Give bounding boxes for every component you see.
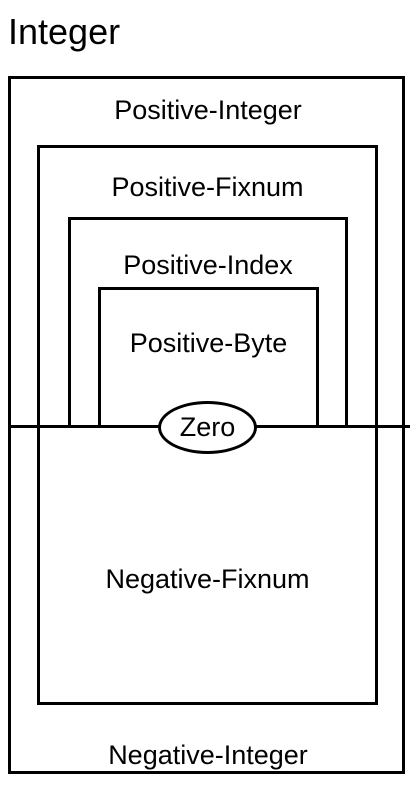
negative-integer-label: Negative-Integer xyxy=(108,740,308,770)
positive-integer-label: Positive-Integer xyxy=(114,95,302,125)
zero-ellipse: Zero xyxy=(158,401,257,454)
positive-index-box xyxy=(68,217,348,428)
negative-fixnum-label: Negative-Fixnum xyxy=(105,564,310,594)
positive-index-label: Positive-Index xyxy=(123,250,293,280)
zero-label: Zero xyxy=(179,412,236,442)
diagram-title: Integer xyxy=(8,11,121,52)
positive-byte-box xyxy=(98,287,319,428)
positive-byte-label: Positive-Byte xyxy=(129,328,288,358)
positive-fixnum-label: Positive-Fixnum xyxy=(111,172,304,202)
